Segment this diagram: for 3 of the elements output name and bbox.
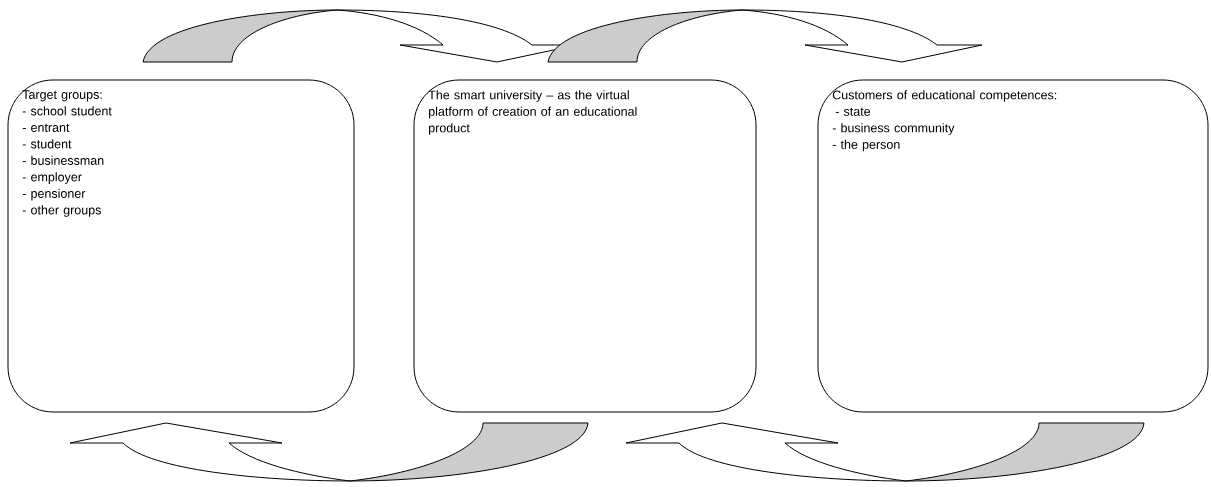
- rounded-box: Target groups: - school student - entrant - student - businessman - employer - pensioner - other groups: [7, 79, 355, 413]
- rounded-box: The smart university – as the virtual platform of creation of an educational product: [413, 79, 757, 413]
- rounded-box: Customers of educational competences: - state - business community - the person: [817, 79, 1209, 413]
